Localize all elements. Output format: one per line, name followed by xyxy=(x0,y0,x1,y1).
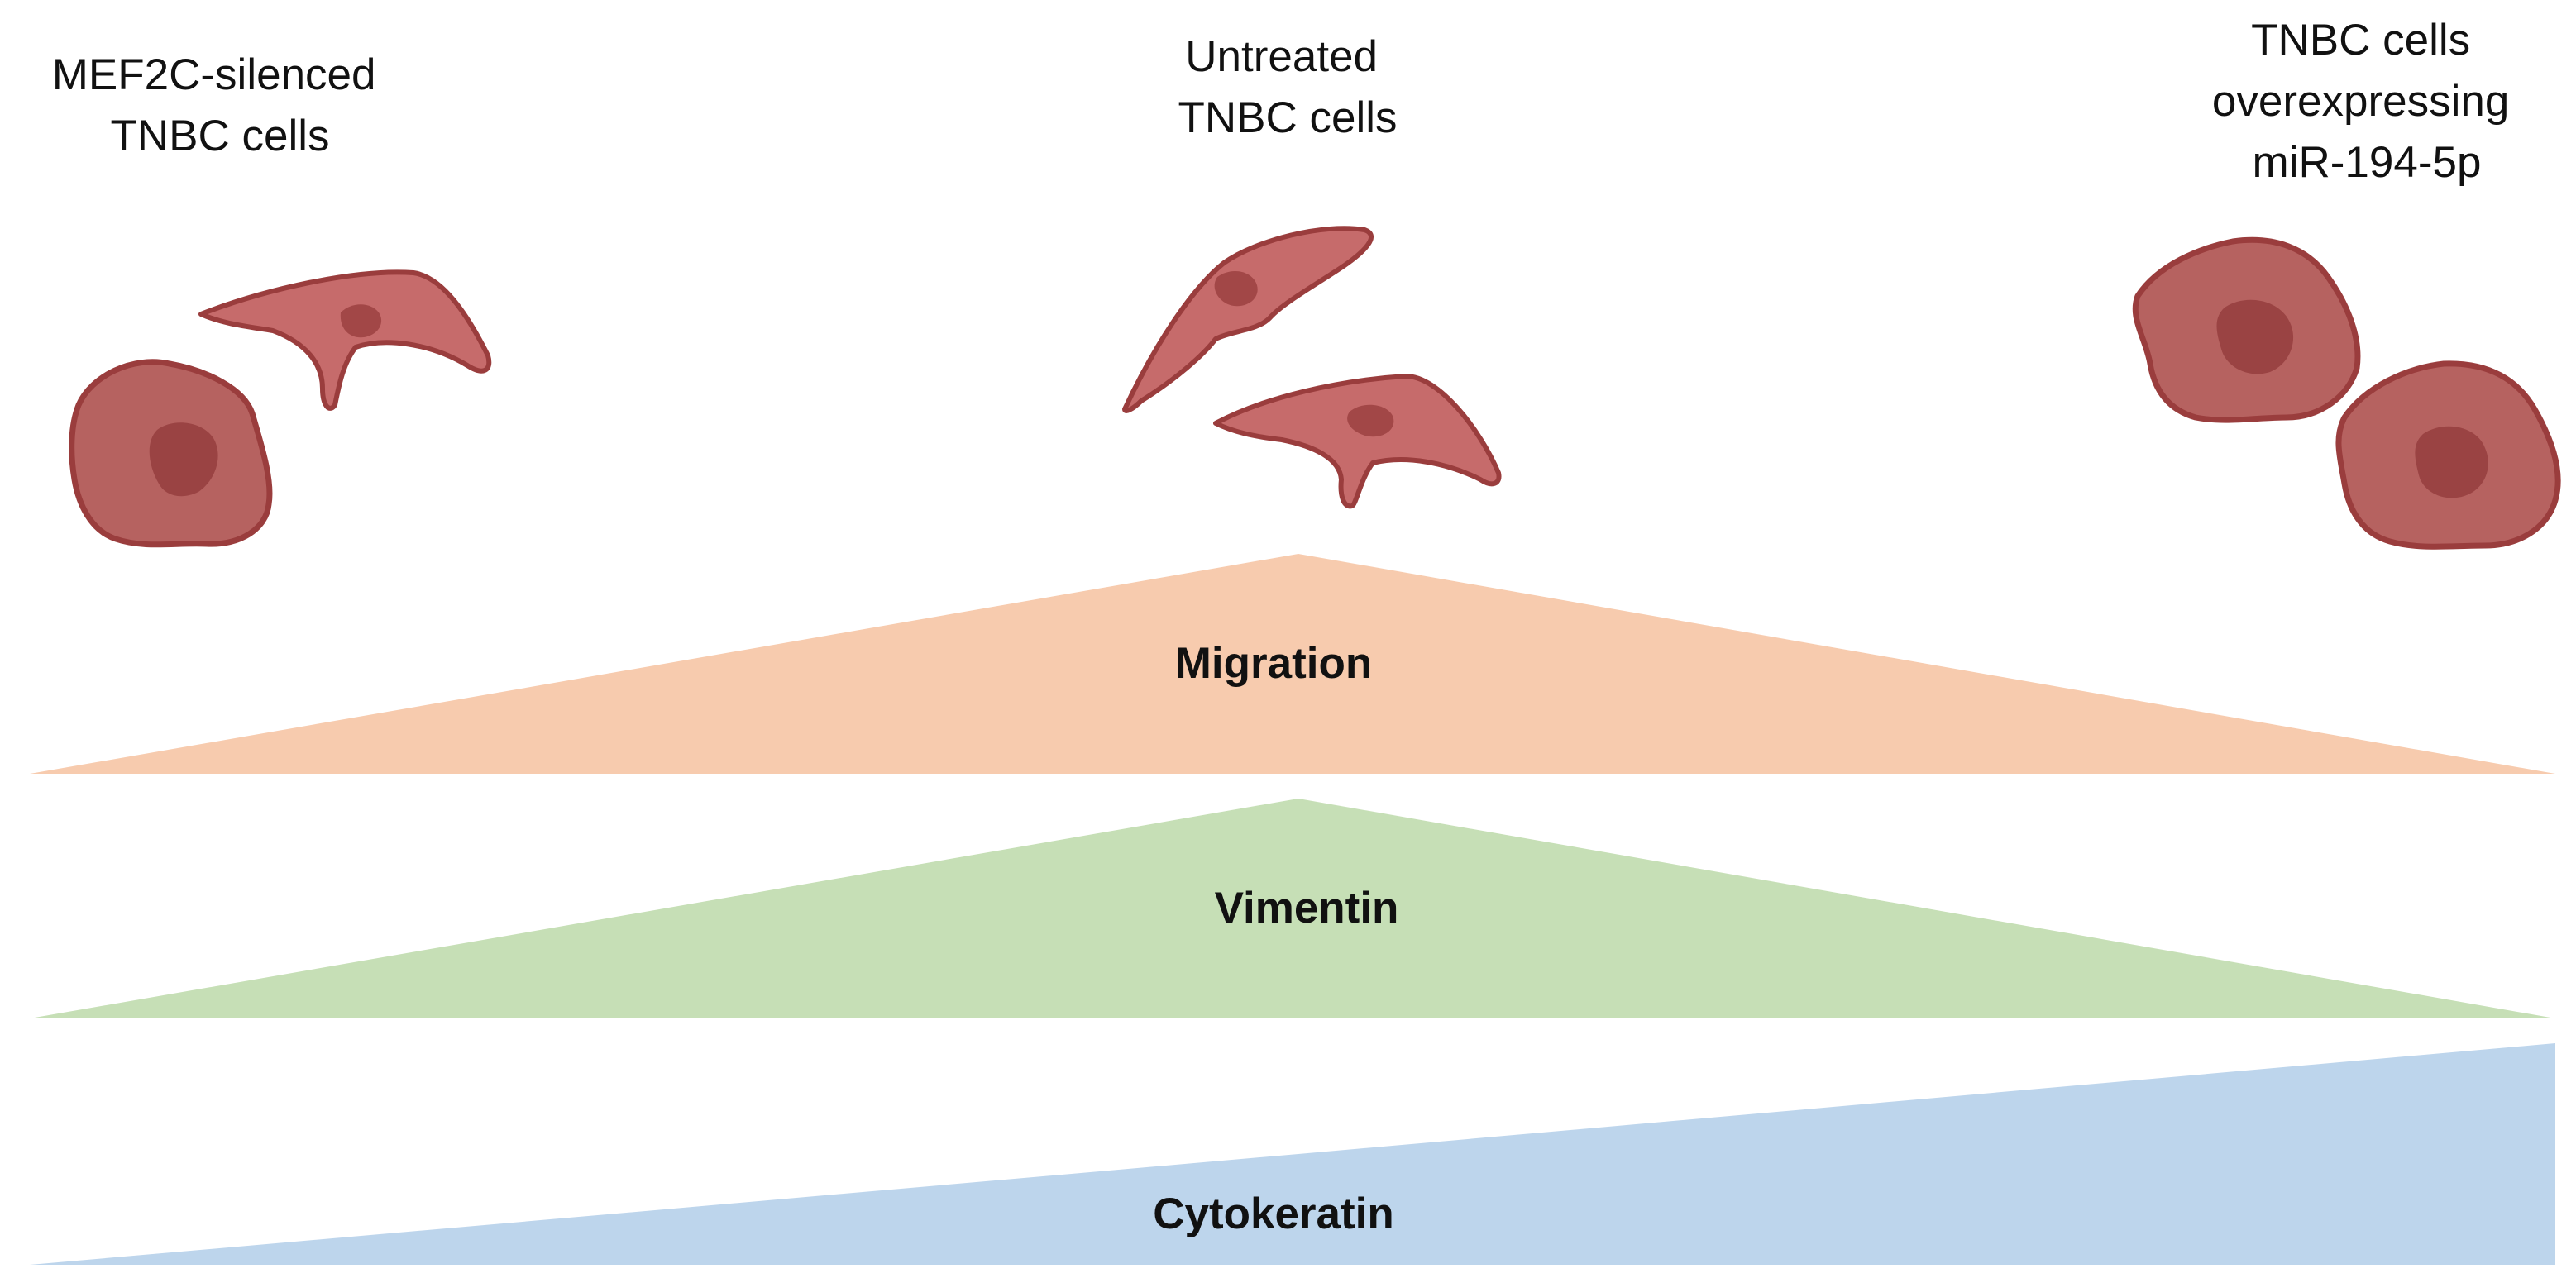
cytokeratin-band xyxy=(30,1043,2555,1265)
cell-epithelial-right-top xyxy=(2132,236,2361,423)
migration-label: Migration xyxy=(1175,639,1372,688)
migration-band xyxy=(30,554,2555,774)
cell-epithelial-left xyxy=(69,359,273,548)
label-mir194-line-3: miR-194-5p xyxy=(2253,138,2482,187)
cell-epithelial-right-bottom xyxy=(2335,360,2561,550)
label-untreated-line-1: Untreated xyxy=(1185,32,1378,81)
label-mir194-overexpressing: TNBC cells overexpressing miR-194-5p xyxy=(2212,16,2521,187)
cell-mesenchymal-left xyxy=(198,269,492,411)
label-untreated: Untreated TNBC cells xyxy=(1178,32,1397,142)
label-untreated-line-2: TNBC cells xyxy=(1178,93,1397,142)
cell-mesenchymal-center-bottom xyxy=(1213,374,1502,509)
label-mef2c-silenced-line-1: MEF2C-silenced xyxy=(52,50,376,99)
label-mir194-line-1: TNBC cells xyxy=(2251,16,2470,64)
vimentin-band xyxy=(30,799,2555,1018)
label-mir194-line-2: overexpressing xyxy=(2212,77,2509,126)
cell-mesenchymal-center-top xyxy=(1122,226,1374,413)
cytokeratin-label: Cytokeratin xyxy=(1153,1190,1394,1238)
label-mef2c-silenced-line-2: TNBC cells xyxy=(110,112,329,160)
vimentin-label: Vimentin xyxy=(1215,884,1399,932)
label-mef2c-silenced: MEF2C-silenced TNBC cells xyxy=(52,50,388,160)
